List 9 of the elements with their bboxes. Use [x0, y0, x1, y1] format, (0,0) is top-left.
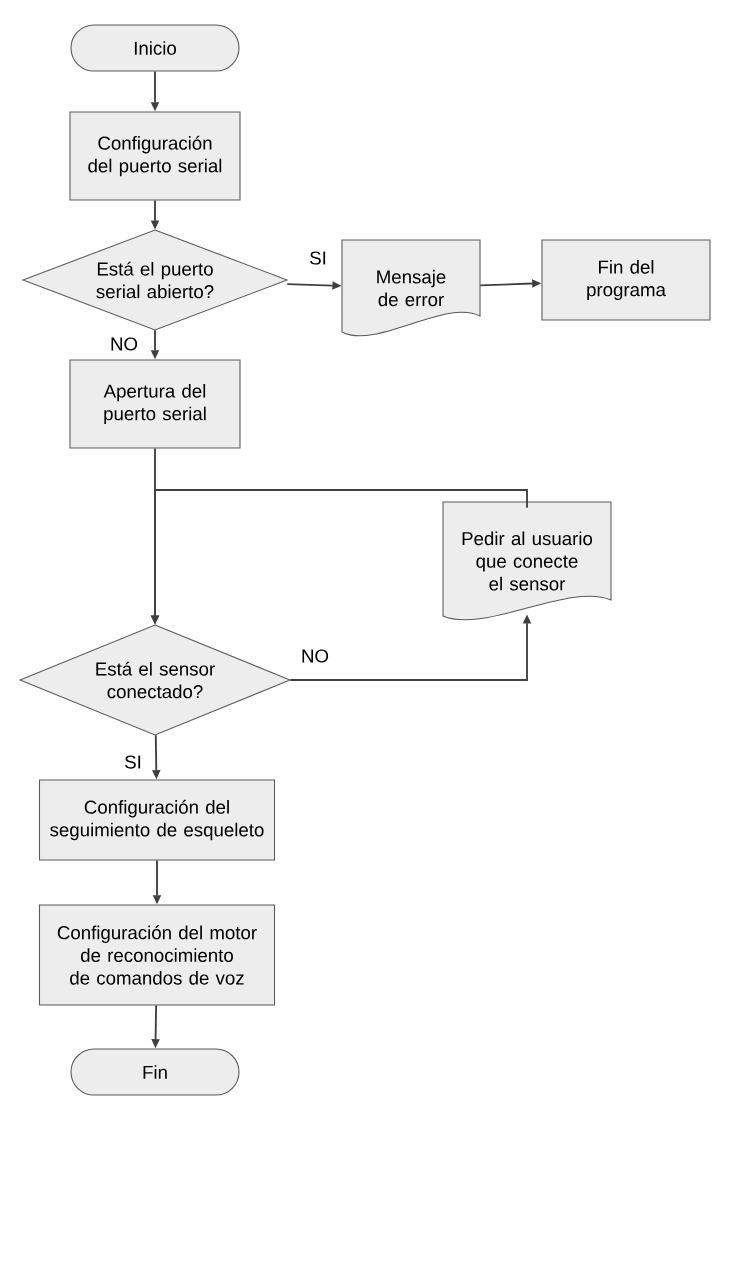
process-box: Configuración del puerto serial: [69, 111, 241, 201]
edge-label: NO: [108, 336, 140, 352]
edge-label: SI: [307, 250, 329, 266]
edge-label: SI: [122, 754, 144, 770]
process-box: Configuración del seguimiento de esqueleto: [38, 779, 276, 861]
edge-label: NO: [299, 648, 331, 664]
process-box: Configuración del motor de reconocimiento de comandos de voz: [38, 904, 276, 1006]
process-box: Apertura del puerto serial: [69, 359, 241, 449]
process-box: Fin del programa: [541, 239, 711, 321]
